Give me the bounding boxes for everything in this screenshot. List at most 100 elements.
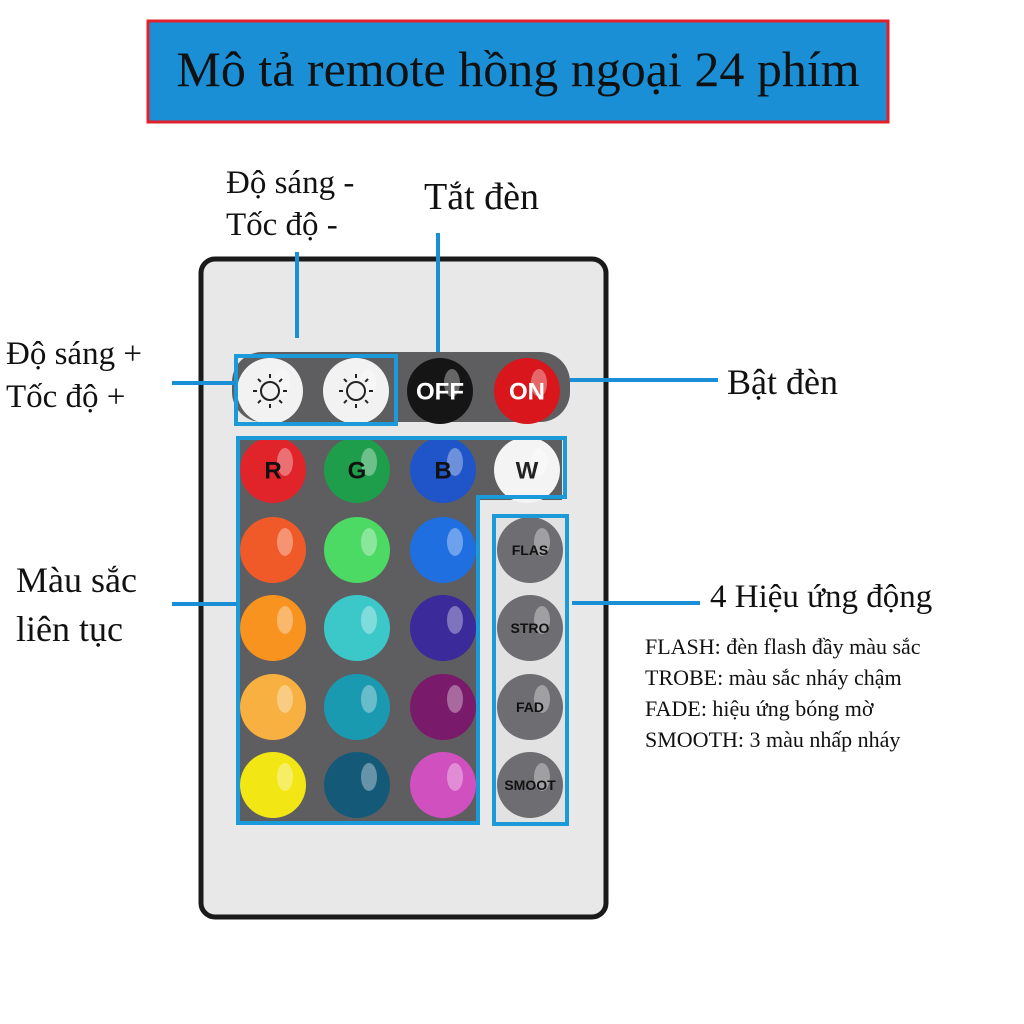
color-button-cap xyxy=(324,517,390,583)
color-button[interactable] xyxy=(240,595,306,661)
shine xyxy=(534,606,550,634)
shine xyxy=(277,448,293,476)
effect-button-2-cap xyxy=(497,674,563,740)
off-button-cap xyxy=(407,358,473,424)
on-button[interactable]: ON xyxy=(494,358,560,424)
effect-button-0[interactable]: FLAS xyxy=(497,517,563,583)
effect-button-0-cap xyxy=(497,517,563,583)
color-button-w-cap xyxy=(494,437,560,503)
color-button-cap xyxy=(240,752,306,818)
color-button[interactable] xyxy=(324,595,390,661)
shine xyxy=(361,528,377,556)
brightness-down-button[interactable] xyxy=(323,358,389,424)
color-button-cap xyxy=(410,517,476,583)
color-button[interactable] xyxy=(410,752,476,818)
color-button-r[interactable]: R xyxy=(240,437,306,503)
colors-highlight xyxy=(236,436,567,825)
color-button[interactable] xyxy=(410,595,476,661)
label-brightness-down: Độ sáng - xyxy=(226,165,354,201)
sun-ray xyxy=(343,399,348,404)
shine xyxy=(274,369,290,397)
title-banner xyxy=(146,19,890,124)
shine xyxy=(277,528,293,556)
brightness-down-button-cap xyxy=(323,358,389,424)
color-button-cap xyxy=(240,674,306,740)
top-panel xyxy=(232,352,570,422)
effect-button-3-label: SMOOT xyxy=(504,777,556,793)
label-colors-2: liên tục xyxy=(16,609,123,649)
color-button[interactable] xyxy=(324,674,390,740)
sun-icon xyxy=(260,381,280,401)
label-off: Tắt đèn xyxy=(424,176,539,218)
color-button-cap xyxy=(410,752,476,818)
brightness-up-button[interactable] xyxy=(237,358,303,424)
color-button[interactable] xyxy=(324,517,390,583)
sun-ray xyxy=(278,399,283,404)
color-button-w[interactable]: W xyxy=(494,437,560,503)
shine xyxy=(277,606,293,634)
shine xyxy=(444,369,460,397)
shine xyxy=(534,685,550,713)
shine xyxy=(534,528,550,556)
effects-highlight xyxy=(492,514,569,826)
color-button[interactable] xyxy=(410,674,476,740)
sun-ray xyxy=(364,378,369,383)
label-brightness-up: Độ sáng + xyxy=(6,336,142,372)
color-button-cap xyxy=(410,595,476,661)
brightness-up-button-cap xyxy=(237,358,303,424)
sun-ray xyxy=(257,378,262,383)
color-button-cap xyxy=(324,752,390,818)
effect-button-3[interactable]: SMOOT xyxy=(497,752,563,818)
sun-icon xyxy=(346,381,366,401)
color-button[interactable] xyxy=(240,752,306,818)
effect-button-2[interactable]: FAD xyxy=(497,674,563,740)
sun-ray xyxy=(343,378,348,383)
shine xyxy=(360,369,376,397)
effect-button-2-label: FAD xyxy=(516,699,544,715)
off-button-label: OFF xyxy=(416,379,464,406)
shine xyxy=(447,606,463,634)
shine xyxy=(531,369,547,397)
title: Mô tả remote hồng ngoại 24 phím xyxy=(176,41,859,97)
effect-button-3-cap xyxy=(497,752,563,818)
color-button-b-label: B xyxy=(434,458,451,485)
color-button-cap xyxy=(324,595,390,661)
effect-desc-fade: FADE: hiệu ứng bóng mờ xyxy=(645,696,874,721)
shine xyxy=(277,685,293,713)
shine xyxy=(361,685,377,713)
color-button-g[interactable]: G xyxy=(324,437,390,503)
color-button-cap xyxy=(240,517,306,583)
shine xyxy=(447,685,463,713)
color-button-b[interactable]: B xyxy=(410,437,476,503)
shine xyxy=(531,448,547,476)
shine xyxy=(277,763,293,791)
sun-ray xyxy=(278,378,283,383)
sun-ray xyxy=(364,399,369,404)
color-button-g-cap xyxy=(324,437,390,503)
color-button-cap xyxy=(324,674,390,740)
label-on: Bật đèn xyxy=(727,362,838,402)
effect-button-1[interactable]: STRO xyxy=(497,595,563,661)
shine xyxy=(361,763,377,791)
color-button-r-cap xyxy=(240,437,306,503)
brightness-highlight xyxy=(234,354,398,426)
color-button-cap xyxy=(410,674,476,740)
label-speed-down: Tốc độ - xyxy=(226,207,338,243)
color-panel xyxy=(236,440,562,824)
effect-desc-strobe: TROBE: màu sắc nháy chậm xyxy=(645,665,902,690)
color-button[interactable] xyxy=(324,752,390,818)
label-speed-up: Tốc độ + xyxy=(6,379,125,415)
color-button[interactable] xyxy=(240,674,306,740)
effect-button-0-label: FLAS xyxy=(512,542,549,558)
color-button-r-label: R xyxy=(264,458,281,485)
color-button[interactable] xyxy=(410,517,476,583)
effect-desc-flash: FLASH: đèn flash đầy màu sắc xyxy=(645,634,921,659)
color-button[interactable] xyxy=(240,517,306,583)
sun-ray xyxy=(257,399,262,404)
on-button-cap xyxy=(494,358,560,424)
shine xyxy=(361,606,377,634)
off-button[interactable]: OFF xyxy=(407,358,473,424)
shine xyxy=(361,448,377,476)
color-button-g-label: G xyxy=(348,458,367,485)
effect-button-1-label: STRO xyxy=(511,620,550,636)
